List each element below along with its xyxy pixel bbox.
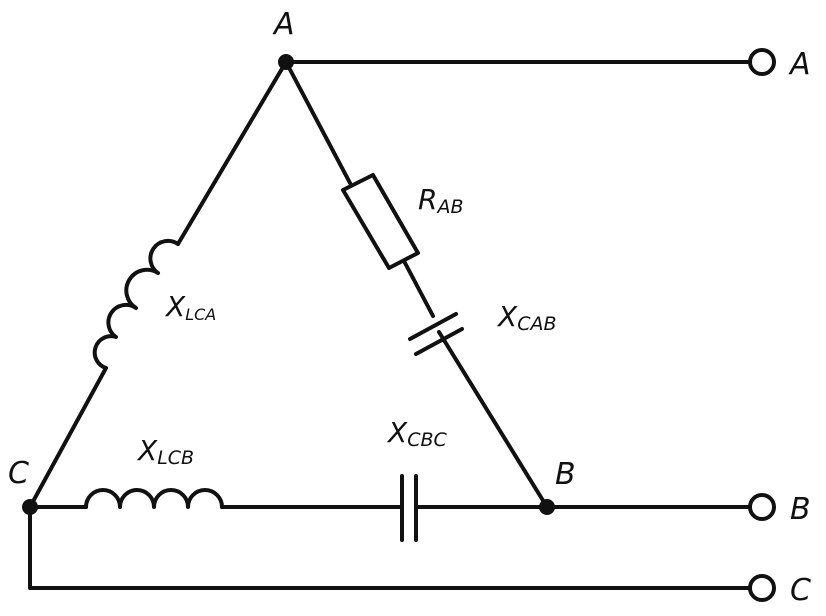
- terminal-a-circle: [748, 48, 776, 76]
- label-xlcb-sub: LCB: [157, 447, 194, 469]
- terminal-c-label: C: [790, 573, 811, 608]
- label-xcbc: XCBC: [386, 416, 447, 451]
- inductor-xlcb: [84, 488, 224, 509]
- resistor-rab: [341, 173, 420, 270]
- label-xlca: XLCA: [164, 290, 216, 324]
- label-xlcb: XLCB: [136, 434, 194, 469]
- wire-ac-top: [176, 60, 288, 246]
- node-b-label: B: [555, 457, 576, 492]
- label-xcbc-main: X: [386, 416, 408, 449]
- terminal-b-circle: [748, 493, 776, 521]
- terminal-b-label: B: [790, 492, 811, 527]
- node-c-dot: [22, 499, 38, 515]
- label-rab: RAB: [418, 183, 464, 218]
- terminal-a-label: A: [788, 47, 811, 82]
- wire-ab-bottom: [437, 330, 549, 509]
- wire-ac-bottom: [28, 366, 108, 509]
- wire-ab-mid: [402, 259, 435, 318]
- node-c-label: C: [8, 456, 29, 491]
- label-xcab: XCAB: [496, 300, 557, 335]
- terminal-c-circle: [748, 574, 776, 602]
- label-xcab-sub: CAB: [517, 313, 556, 335]
- label-rab-sub: AB: [435, 196, 463, 218]
- wire-c-terminal: [28, 505, 750, 590]
- capacitor-xcab-plate-1: [408, 312, 458, 341]
- node-a-dot: [278, 54, 294, 70]
- label-xcab-main: X: [496, 300, 518, 333]
- label-xlca-sub: LCA: [185, 305, 216, 324]
- label-xcbc-sub: CBC: [407, 429, 447, 451]
- inductor-xlca: [92, 238, 180, 370]
- label-xlca-main: X: [164, 290, 186, 323]
- node-a-label: A: [272, 7, 295, 42]
- capacitor-xcab-plate-2: [414, 327, 464, 356]
- node-b-dot: [539, 499, 555, 515]
- wire-ab-top: [284, 60, 352, 185]
- label-xlcb-main: X: [136, 434, 158, 467]
- label-rab-main: R: [418, 183, 437, 216]
